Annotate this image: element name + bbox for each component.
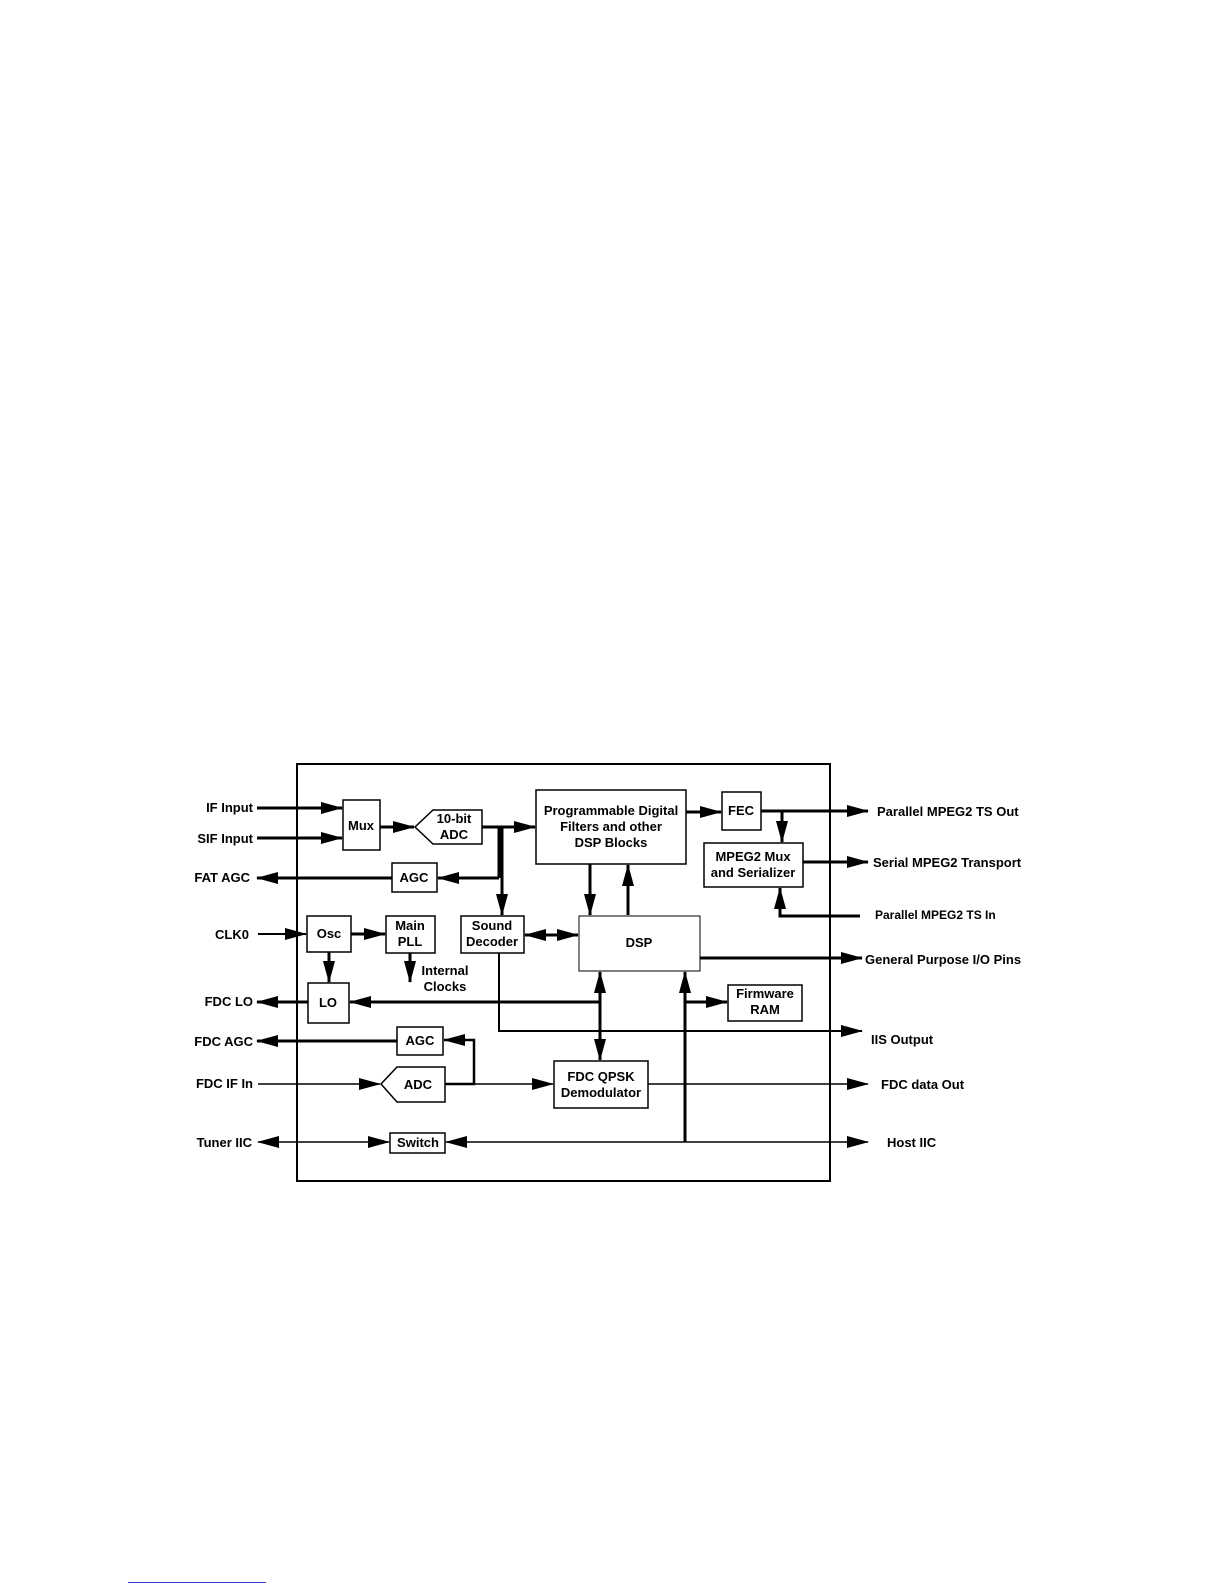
- dsp-block: DSP: [578, 915, 701, 972]
- adc10-block: 10-bit ADC: [413, 809, 483, 845]
- label-host-iic: Host IIC: [887, 1135, 937, 1150]
- internal-clocks-label: Internal Clocks: [422, 963, 469, 994]
- chip-boundary: [296, 763, 831, 1182]
- fec-label: FEC: [728, 803, 755, 818]
- mpeg-mux-block: MPEG2 Mux and Serializer: [703, 842, 804, 888]
- pll-label-line2: PLL: [398, 934, 423, 949]
- dsp-label: DSP: [626, 935, 653, 950]
- sound-decoder-block: Sound Decoder: [460, 915, 525, 954]
- mux-block: Mux: [342, 799, 381, 851]
- agc-fat-label: AGC: [400, 870, 430, 885]
- connections: [256, 802, 869, 1148]
- filters-label-line3: DSP Blocks: [575, 835, 648, 850]
- osc-label: Osc: [317, 926, 342, 941]
- label-fat-agc: FAT AGC: [194, 870, 250, 885]
- label-parallel-ts-in: Parallel MPEG2 TS In: [875, 908, 996, 922]
- label-if-input: IF Input: [206, 800, 254, 815]
- switch-label: Switch: [397, 1135, 439, 1150]
- sound-label-line1: Sound: [472, 918, 512, 933]
- label-fdc-agc: FDC AGC: [194, 1034, 253, 1049]
- agc-fdc-label: AGC: [406, 1033, 436, 1048]
- switch-block: Switch: [389, 1132, 446, 1154]
- label-fdc-lo: FDC LO: [205, 994, 253, 1009]
- agc-fat-block: AGC: [391, 862, 438, 893]
- firmware-ram-block: Firmware RAM: [727, 984, 803, 1022]
- firmware-label-line1: Firmware: [736, 986, 794, 1001]
- mpeg-mux-label-line2: and Serializer: [711, 865, 796, 880]
- filters-label-line2: Filters and other: [560, 819, 662, 834]
- fec-block: FEC: [721, 791, 762, 831]
- filters-block: Programmable Digital Filters and other D…: [535, 789, 687, 865]
- adc10-label-line2: ADC: [440, 827, 469, 842]
- wire-parallel-in: [774, 887, 860, 918]
- external-labels: IF Input SIF Input FAT AGC CLK0 FDC LO F…: [194, 800, 1022, 1150]
- internal-clocks-line2: Clocks: [424, 979, 467, 994]
- firmware-label-line2: RAM: [750, 1002, 780, 1017]
- qpsk-label-line2: Demodulator: [561, 1085, 641, 1100]
- label-fdc-data-out: FDC data Out: [881, 1077, 965, 1092]
- adc-fdc-block: ADC: [379, 1066, 446, 1103]
- mpeg-mux-label-line1: MPEG2 Mux: [715, 849, 791, 864]
- lo-label: LO: [319, 995, 337, 1010]
- osc-block: Osc: [306, 915, 352, 953]
- adc10-label-line1: 10-bit: [437, 811, 472, 826]
- pll-block: Main PLL: [385, 915, 436, 954]
- wire-adc-agc: [443, 1034, 476, 1086]
- label-clk0: CLK0: [215, 927, 249, 942]
- sound-label-line2: Decoder: [466, 934, 518, 949]
- label-fdc-if-in: FDC IF In: [196, 1076, 253, 1091]
- mux-label: Mux: [348, 818, 375, 833]
- label-parallel-ts-out: Parallel MPEG2 TS Out: [877, 804, 1019, 819]
- filters-label-line1: Programmable Digital: [544, 803, 678, 818]
- label-serial-transport: Serial MPEG2 Transport: [873, 855, 1022, 870]
- lo-block: LO: [307, 982, 350, 1024]
- label-tuner-iic: Tuner IIC: [197, 1135, 253, 1150]
- wire-iis: [498, 953, 863, 1037]
- agc-fdc-block: AGC: [396, 1026, 444, 1056]
- label-sif-input: SIF Input: [197, 831, 253, 846]
- adc-fdc-label: ADC: [404, 1077, 433, 1092]
- pll-label-line1: Main: [395, 918, 425, 933]
- fdc-qpsk-block: FDC QPSK Demodulator: [553, 1060, 649, 1109]
- internal-clocks-line1: Internal: [422, 963, 469, 978]
- label-iis-output: IIS Output: [871, 1032, 934, 1047]
- footer-rule: [128, 1582, 266, 1583]
- label-gpio: General Purpose I/O Pins: [865, 952, 1021, 967]
- qpsk-label-line1: FDC QPSK: [567, 1069, 635, 1084]
